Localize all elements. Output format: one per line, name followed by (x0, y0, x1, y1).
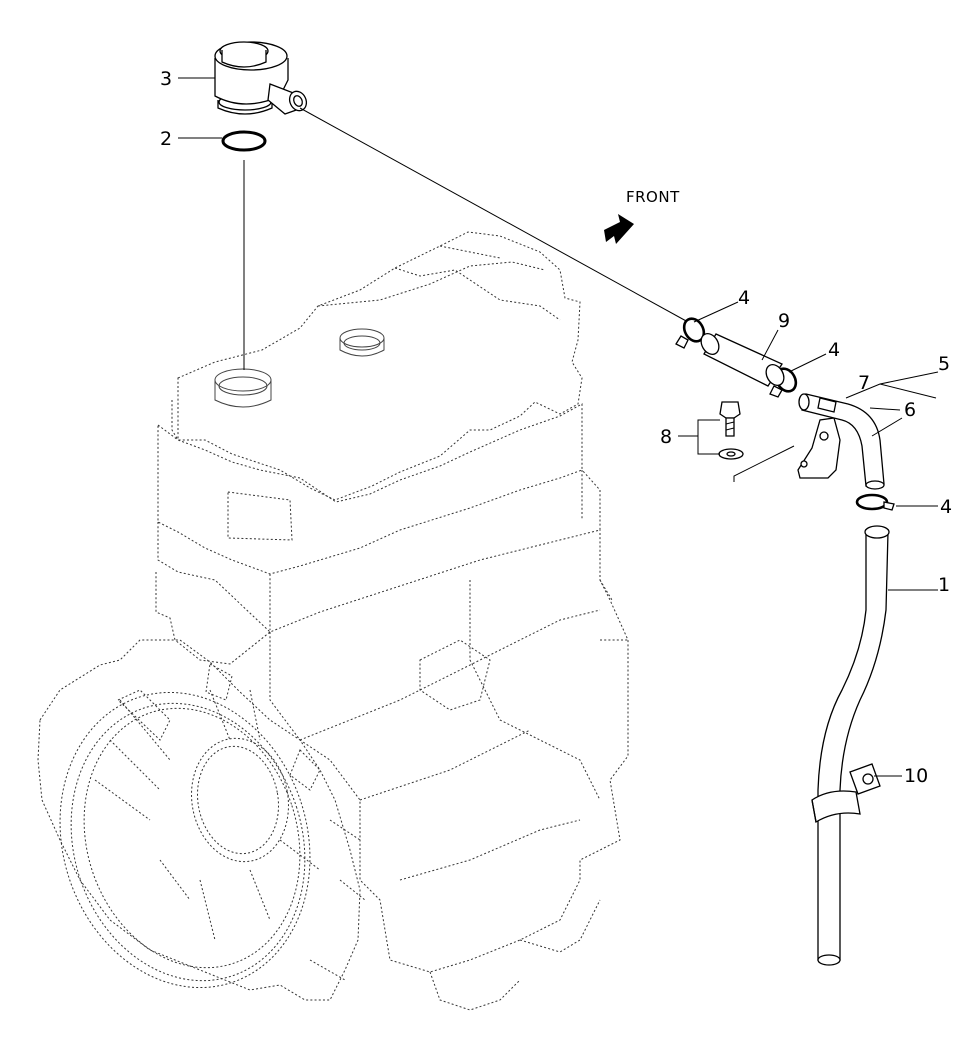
front-direction-indicator: FRONT (604, 188, 680, 244)
o-ring-part (221, 130, 267, 152)
leader-lines (178, 77, 689, 370)
hose-clamp-upper (675, 317, 706, 349)
front-arrow-icon (604, 214, 634, 244)
bolt-washer-part (718, 401, 744, 460)
callout-numbers: 3 2 4 9 4 5 7 6 8 4 1 10 (160, 68, 952, 787)
callout-4-lower: 4 (940, 496, 952, 518)
callout-4-middle: 4 (828, 339, 840, 361)
callout-3: 3 (160, 68, 172, 90)
flywheel-housing-outline (37, 639, 366, 1001)
engine-block-outline (155, 231, 629, 1011)
long-breather-tube-part (817, 525, 890, 966)
breather-pipe-bracket-part (797, 393, 885, 490)
tube-clip-part (811, 763, 881, 824)
callout-6: 6 (904, 399, 916, 421)
callout-8: 8 (660, 426, 672, 448)
short-hose-part (700, 333, 785, 387)
callout-5: 5 (938, 353, 950, 375)
callout-4-upper: 4 (738, 287, 750, 309)
front-label: FRONT (626, 188, 680, 206)
callout-leaders-right (678, 301, 939, 777)
breather-cap-part (214, 41, 308, 115)
callout-7: 7 (858, 372, 870, 394)
callout-1: 1 (938, 574, 950, 596)
hose-clamp-lower (855, 493, 895, 511)
callout-2: 2 (160, 128, 172, 150)
callout-9: 9 (778, 310, 790, 332)
callout-10: 10 (904, 765, 928, 787)
